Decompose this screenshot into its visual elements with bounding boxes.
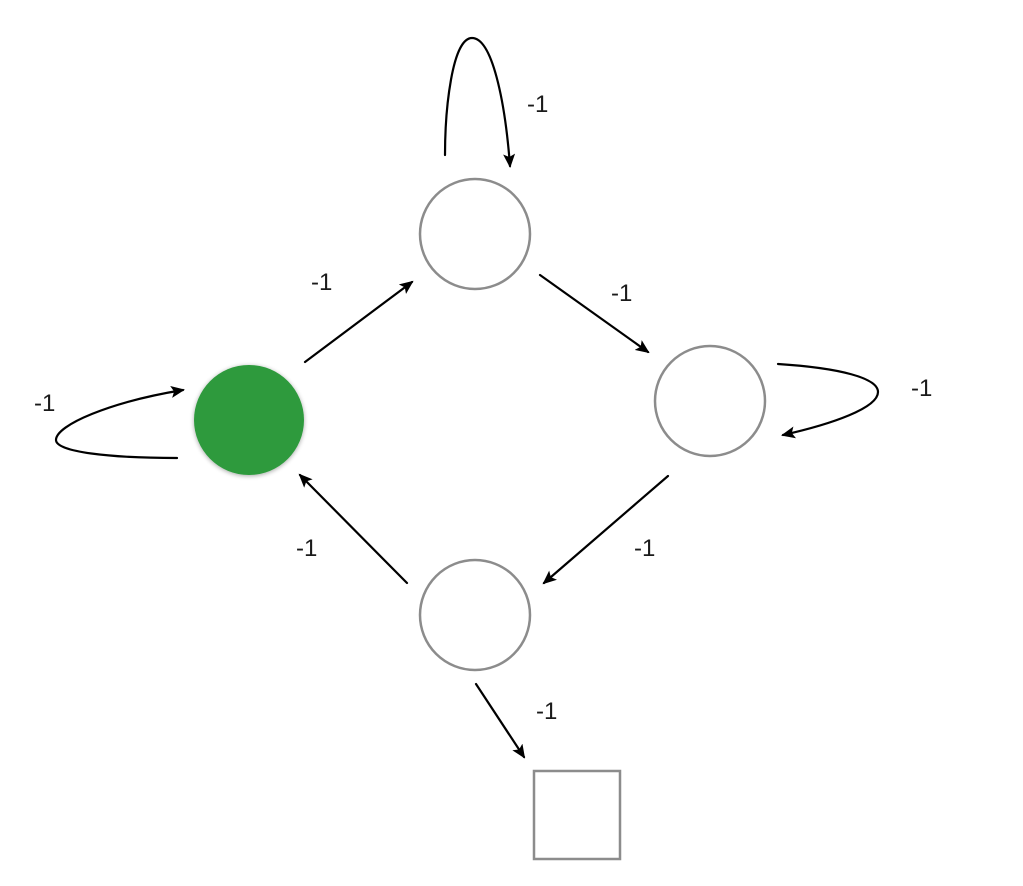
edge-bottom-to-terminal	[474, 682, 526, 759]
edge-label-left-to-top: -1	[311, 269, 332, 296]
edge-label-left-self: -1	[34, 390, 55, 417]
terminal-node	[532, 769, 622, 861]
edge-left-self	[54, 386, 185, 460]
state-node-left-current	[194, 365, 304, 475]
edge-bottom-to-left	[298, 473, 409, 585]
edge-label-right-to-bottom: -1	[634, 535, 655, 562]
edge-top-to-right	[538, 273, 650, 354]
edge-label-top-to-right: -1	[611, 280, 632, 307]
edge-right-self	[776, 362, 880, 439]
edge-top-self	[443, 36, 516, 168]
edge-label-bottom-to-left: -1	[296, 535, 317, 562]
edge-label-right-self: -1	[911, 375, 932, 402]
edge-left-to-top	[303, 280, 414, 364]
state-node-bottom	[418, 558, 532, 672]
state-node-right	[653, 344, 767, 458]
edge-label-bottom-to-terminal: -1	[536, 698, 557, 725]
state-node-top	[418, 177, 532, 291]
edge-label-top-self: -1	[527, 91, 548, 118]
edge-right-to-bottom	[542, 474, 670, 585]
